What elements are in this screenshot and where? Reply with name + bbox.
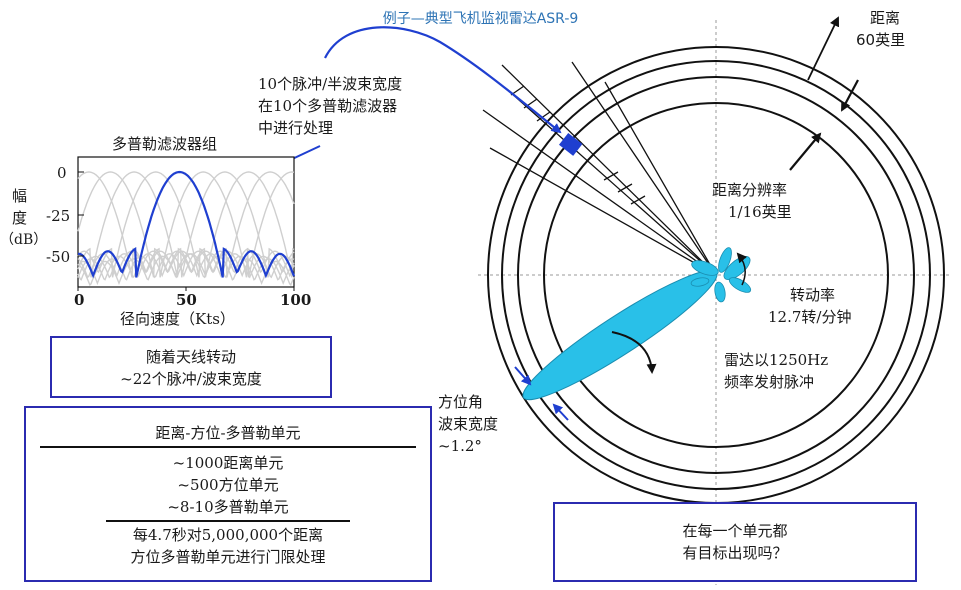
pulses-box-line1: 随着天线转动 — [145, 348, 236, 366]
y-tick-50: -50 — [46, 248, 71, 266]
range-arrow-60mi — [807, 16, 840, 81]
chart-xlabel: 径向速度（Kts） — [120, 310, 235, 328]
beamwidth-marker-upper — [514, 366, 532, 386]
chart-ylabel-1: 幅 — [12, 187, 28, 205]
beamwidth-label-1: 方位角 — [438, 393, 484, 411]
pulses-annotation-line2: 在10个多普勒滤波器 — [258, 97, 398, 115]
pulses-box-line2: ~22个脉冲/波束宽度 — [120, 370, 262, 388]
filter-response-8 — [77, 171, 295, 286]
cells-box-header: 距离-方位-多普勒单元 — [155, 424, 301, 442]
doppler-filter-plot — [77, 156, 296, 291]
range-label-2: 60英里 — [856, 31, 906, 49]
prf-label-2: 频率发射脉冲 — [724, 373, 815, 391]
range-label-1: 距离 — [870, 9, 901, 27]
cells-box-line2: ~500方位单元 — [177, 476, 279, 494]
range-res-label-1: 距离分辨率 — [712, 181, 788, 199]
chart-ylabel-3: （dB） — [0, 232, 48, 248]
cells-box-line3: ~8-10多普勒单元 — [167, 498, 289, 516]
range-res-arrow-outer — [841, 79, 859, 112]
pulse-annotation-arrow — [324, 26, 562, 134]
filter-response-9 — [77, 171, 295, 287]
y-tick-0: 0 — [57, 164, 67, 182]
cells-box-line1: ~1000距离单元 — [172, 454, 284, 472]
question-line1: 在每一个单元都 — [682, 522, 788, 540]
filter-response-2 — [77, 171, 295, 286]
filter-curves — [77, 170, 296, 287]
beamwidth-label-3: ~1.2° — [438, 437, 482, 455]
rotation-label-2: 12.7转/分钟 — [768, 308, 852, 326]
filter-response-7 — [77, 171, 295, 281]
chart-title: 多普勒滤波器组 — [112, 135, 218, 153]
range-res-label-2: 1/16英里 — [728, 203, 792, 221]
cells-box-footer2: 方位多普勒单元进行门限处理 — [130, 548, 326, 566]
cells-box-footer-rule — [106, 520, 350, 522]
target-question-box: 在每一个单元都 有目标出现吗？ — [553, 502, 917, 582]
beamwidth-marker-lower — [552, 403, 569, 421]
cells-box-header-rule — [40, 446, 416, 448]
x-tick-100: 100 — [280, 291, 312, 309]
range-res-arrow-inner — [789, 132, 822, 171]
rotation-arrow-small — [736, 252, 748, 286]
beam-sector-lines — [482, 61, 717, 276]
question-line2: 有目标出现吗？ — [682, 544, 788, 562]
filter-response-highlighted — [77, 170, 296, 279]
beamwidth-label-2: 波束宽度 — [438, 415, 499, 433]
range-azimuth-doppler-box: 距离-方位-多普勒单元 ~1000距离单元 ~500方位单元 ~8-10多普勒单… — [24, 406, 432, 582]
x-tick-0: 0 — [74, 291, 85, 309]
rotation-arrow-large — [611, 331, 657, 374]
cells-box-footer1: 每4.7秒对5,000,000个距离 — [132, 526, 324, 544]
pulses-annotation-line3: 中进行处理 — [258, 119, 334, 137]
y-tick-25: -25 — [46, 207, 71, 225]
chart-ylabel-2: 度 — [12, 209, 28, 227]
pulses-per-beamwidth-box: 随着天线转动 ~22个脉冲/波束宽度 — [50, 336, 332, 398]
rotation-label-1: 转动率 — [790, 286, 836, 304]
prf-label-1: 雷达以1250Hz — [724, 351, 829, 369]
pulses-annotation-line1: 10个脉冲/半波束宽度 — [258, 75, 403, 93]
highlighted-range-cell — [558, 132, 583, 156]
page-title: 例子—典型飞机监视雷达ASR-9 — [382, 11, 579, 27]
x-tick-50: 50 — [176, 291, 197, 309]
